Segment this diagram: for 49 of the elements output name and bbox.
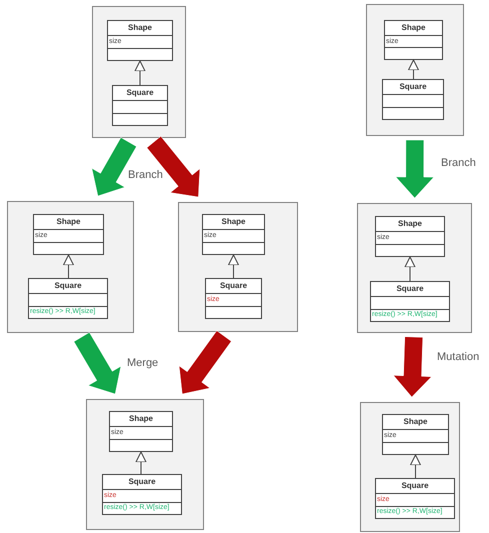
block-arrow — [74, 332, 122, 394]
block-arrow — [393, 336, 432, 398]
class-name: Square — [400, 480, 430, 492]
uml-class-box — [109, 411, 173, 452]
inheritance-arrow — [410, 454, 421, 478]
uml-class-box — [107, 20, 173, 61]
uml-class-box — [382, 79, 444, 120]
state-panel — [360, 402, 460, 532]
block-arrow — [396, 140, 434, 198]
uml-class-box — [28, 278, 108, 319]
inheritance-arrow — [134, 60, 146, 86]
inheritance-arrow — [63, 254, 74, 278]
state-panel — [178, 202, 298, 332]
block-arrow — [92, 137, 137, 196]
uml-class-box — [384, 20, 443, 60]
edge-label: Merge — [126, 357, 160, 370]
uml-class-box — [375, 478, 455, 519]
class-name: Square — [218, 280, 248, 292]
state-panel — [86, 399, 204, 530]
uml-class-box — [205, 278, 262, 319]
block-arrow — [178, 330, 232, 394]
class-name: Shape — [220, 216, 246, 228]
block-arrow — [146, 136, 200, 198]
state-panel — [92, 6, 186, 138]
inheritance-arrow — [404, 256, 416, 282]
class-name: Shape — [400, 22, 426, 34]
inheritance-arrow — [408, 60, 419, 80]
class-name: Square — [53, 280, 83, 292]
uml-class-box — [102, 474, 182, 515]
class-name: Shape — [126, 22, 153, 34]
class-name: Shape — [402, 416, 428, 428]
class-name: Shape — [128, 413, 154, 425]
state-panel — [366, 4, 464, 136]
uml-class-box — [382, 414, 449, 455]
class-name: Shape — [55, 216, 82, 228]
uml-class-box — [370, 281, 450, 322]
class-name: Square — [398, 81, 428, 93]
class-name: Square — [127, 476, 157, 488]
class-name: Square — [395, 283, 425, 295]
state-panel — [357, 203, 472, 333]
uml-class-box — [202, 214, 265, 255]
class-name: Square — [125, 87, 155, 99]
state-panel — [7, 201, 134, 333]
uml-class-box — [375, 216, 445, 257]
inheritance-arrow — [228, 254, 239, 278]
inheritance-arrow — [136, 452, 146, 474]
class-name: Shape — [396, 218, 423, 230]
uml-class-box — [112, 85, 168, 126]
uml-class-box — [33, 214, 104, 255]
